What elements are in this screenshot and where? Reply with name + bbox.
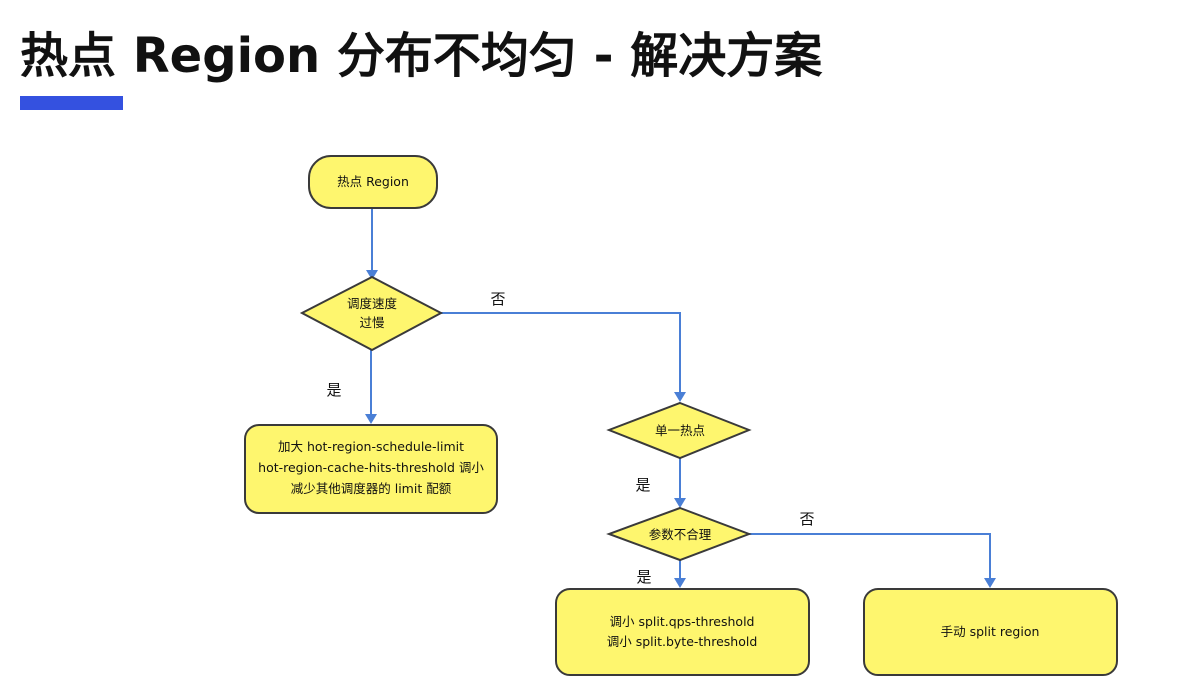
node-hot-region: 热点 Region xyxy=(308,155,438,209)
arrowhead-icon xyxy=(674,578,686,588)
terminal-shape xyxy=(308,155,438,209)
edge-label-speed-no: 否 xyxy=(490,290,505,308)
node-label-line: 调小 split.qps-threshold xyxy=(609,614,754,629)
arrowhead-icon xyxy=(365,414,377,424)
node-label-line: 调度速度 xyxy=(347,296,398,311)
edge-labels: 否 是 是 否 是 xyxy=(326,290,814,586)
connector-speed-no-to-single xyxy=(441,312,681,392)
node-label-line: 调小 split.byte-threshold xyxy=(607,634,758,649)
decision-diamond-shape xyxy=(606,401,752,460)
node-label-line: 过慢 xyxy=(359,315,385,330)
edge-label-params-yes: 是 xyxy=(636,568,651,586)
edge-label-params-no: 否 xyxy=(799,510,814,528)
action-adjust-split-threshold: 调小 split.qps-threshold 调小 split.byte-thr… xyxy=(555,588,810,676)
page-title: 热点 Region 分布不均匀 - 解决方案 xyxy=(20,28,823,84)
node-label-line: 参数不合理 xyxy=(649,527,712,542)
node-label-line: 单一热点 xyxy=(655,423,705,438)
node-label-line: 减少其他调度器的 limit 配额 xyxy=(291,481,452,496)
node-label-line: hot-region-cache-hits-threshold 调小 xyxy=(258,460,484,475)
connector-params-no-to-manual-split xyxy=(749,533,991,578)
decision-diamond-shape xyxy=(606,506,752,562)
arrowhead-icon xyxy=(984,578,996,588)
process-shape xyxy=(555,588,810,676)
node-label-line: 加大 hot-region-schedule-limit xyxy=(278,439,464,454)
process-shape xyxy=(244,424,498,514)
decision-diamond-shape xyxy=(299,275,444,352)
decision-schedule-speed: 调度速度 过慢 xyxy=(299,275,444,352)
decision-single-hotspot: 单一热点 xyxy=(606,401,752,460)
node-label-line: 热点 Region xyxy=(337,174,409,189)
edge-label-single-yes: 是 xyxy=(635,476,650,494)
arrowhead-icon xyxy=(674,498,686,508)
connectors xyxy=(365,208,996,588)
action-manual-split-region: 手动 split region xyxy=(863,588,1118,676)
action-adjust-schedule-limit: 加大 hot-region-schedule-limit hot-region-… xyxy=(244,424,498,514)
node-label-line: 手动 split region xyxy=(941,624,1040,639)
arrowhead-icon xyxy=(366,270,378,280)
edge-label-speed-yes: 是 xyxy=(326,381,341,399)
title-accent-bar xyxy=(20,96,123,110)
process-shape xyxy=(863,588,1118,676)
decision-unreasonable-params: 参数不合理 xyxy=(606,506,752,562)
arrowhead-icon xyxy=(674,392,686,402)
